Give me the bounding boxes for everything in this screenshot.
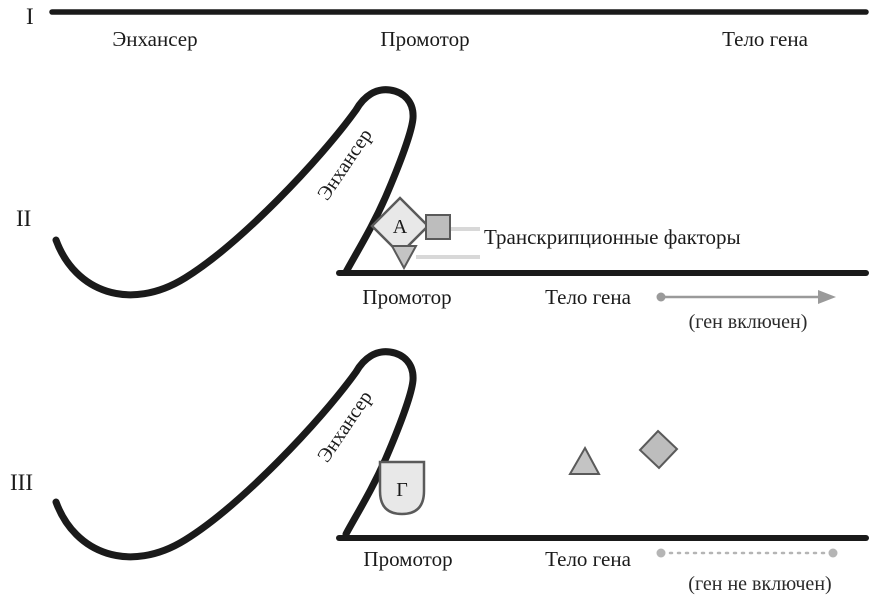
panel-2-gene-body-label: Тело гена (545, 285, 631, 309)
factor-a-letter: А (393, 216, 408, 238)
dna-enhancer-loop (52, 86, 417, 299)
no-transcription-start-dot (656, 548, 666, 558)
panel-3-numeral: III (10, 470, 33, 495)
factor-g-letter: Г (396, 479, 408, 501)
dna-enhancer-loop-off (52, 348, 417, 561)
factor-g-shape-icon (378, 460, 426, 516)
transcription-arrowhead-icon (818, 290, 836, 304)
panel-2-promoter-label: Промотор (362, 285, 451, 309)
panel-2-enhancer-loop-label: Энхансер (313, 125, 377, 205)
panel-3-gene-off: III Энхансер Г Промотор Тело гена (ген н… (10, 348, 869, 595)
panel-2-numeral: II (16, 206, 31, 231)
panel-1-enhancer-label: Энхансер (112, 27, 197, 51)
panel-3-enhancer-loop-label: Энхансер (313, 387, 377, 467)
transcription-factors-label: Транскрипционные факторы (484, 225, 741, 249)
panel-1-linear-dna: I Энхансер Промотор Тело гена (26, 4, 869, 51)
panel-3-gene-body-label: Тело гена (545, 547, 631, 571)
panel-3-promoter-label: Промотор (363, 547, 452, 571)
factor-square-icon (425, 214, 451, 240)
panel-3-status-text: (ген не включен) (688, 573, 831, 595)
panel-2-gene-on: II Энхансер А Транскрипционные факторы П… (16, 86, 869, 333)
factor-triangle-icon (390, 245, 418, 271)
panel-2-status-text: (ген включен) (689, 311, 808, 333)
floating-diamond-factor-icon (638, 429, 679, 470)
no-transcription-end-dot (828, 548, 838, 558)
panel-1-promoter-label: Промотор (380, 27, 469, 51)
panel-1-gene-body-label: Тело гена (722, 27, 808, 51)
floating-triangle-factor-icon (568, 445, 601, 475)
panel-1-numeral: I (26, 4, 34, 29)
